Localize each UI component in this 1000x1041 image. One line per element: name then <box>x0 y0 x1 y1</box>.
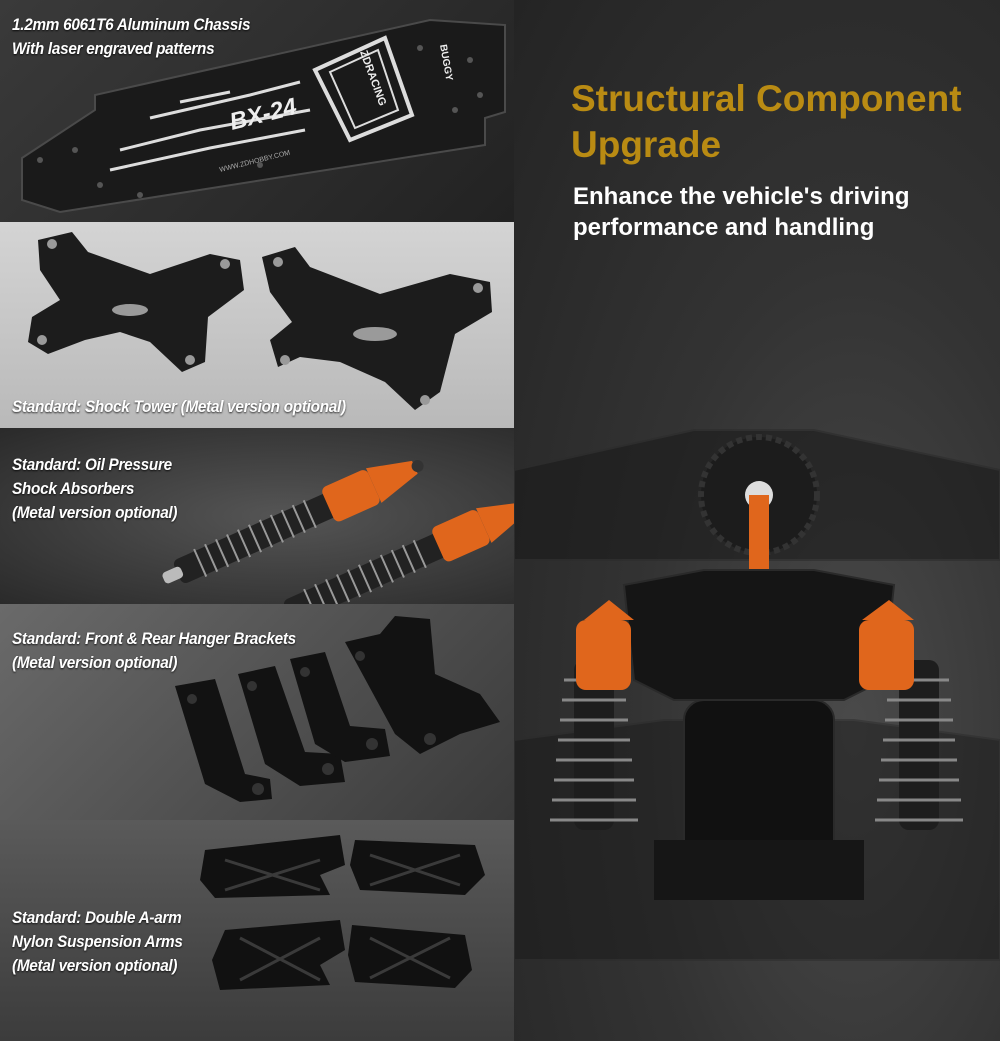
caption-line: Standard: Double A-arm <box>12 908 182 927</box>
chassis-caption: 1.2mm 6061T6 Aluminum Chassis With laser… <box>12 13 250 61</box>
headline-line: Structural Component <box>571 78 962 119</box>
shock-absorber-image <box>162 460 514 604</box>
suspension-arm-image <box>200 835 485 990</box>
chassis-plate-image: BX-24 ZDRACING BUGGY WWW.ZDHOBBY.COM <box>21 18 506 214</box>
caption-line: (Metal version optional) <box>12 653 178 672</box>
shock-tower-panel: Standard: Shock Tower (Metal version opt… <box>0 222 514 428</box>
subheadline-line: Enhance the vehicle's driving <box>573 183 910 210</box>
hanger-bracket-image <box>175 616 500 802</box>
headline-line: Upgrade <box>571 124 722 165</box>
chassis-panel: BX-24 ZDRACING BUGGY WWW.ZDHOBBY.COM 1.2… <box>0 0 514 222</box>
subheadline-line: performance and handling <box>573 214 875 241</box>
caption-line: With laser engraved patterns <box>12 39 215 58</box>
caption-line: (Metal version optional) <box>12 503 178 522</box>
caption-line: Shock Absorbers <box>12 479 135 498</box>
hero-section <box>514 0 1000 1041</box>
shock-tower-caption: Standard: Shock Tower (Metal version opt… <box>12 395 346 419</box>
suspension-arm-panel: Standard: Double A-arm Nylon Suspension … <box>0 820 514 1041</box>
caption-line: (Metal version optional) <box>12 956 178 975</box>
shock-absorber-caption: Standard: Oil Pressure Shock Absorbers (… <box>12 453 178 525</box>
buggy-front-image <box>514 429 1000 961</box>
caption-line: Standard: Oil Pressure <box>12 455 172 474</box>
shock-absorber-panel: Standard: Oil Pressure Shock Absorbers (… <box>0 428 514 604</box>
shock-tower-image <box>28 232 492 410</box>
caption-line: Standard: Front & Rear Hanger Brackets <box>12 629 296 648</box>
suspension-arm-caption: Standard: Double A-arm Nylon Suspension … <box>12 906 183 978</box>
caption-line: 1.2mm 6061T6 Aluminum Chassis <box>12 15 251 34</box>
subheadline: Enhance the vehicle's driving performanc… <box>573 181 909 243</box>
hanger-bracket-caption: Standard: Front & Rear Hanger Brackets (… <box>12 627 296 675</box>
headline: Structural Component Upgrade <box>571 76 962 168</box>
caption-line: Nylon Suspension Arms <box>12 932 183 951</box>
hanger-bracket-panel: Standard: Front & Rear Hanger Brackets (… <box>0 604 514 820</box>
caption-line: Standard: Shock Tower (Metal version opt… <box>12 397 346 416</box>
